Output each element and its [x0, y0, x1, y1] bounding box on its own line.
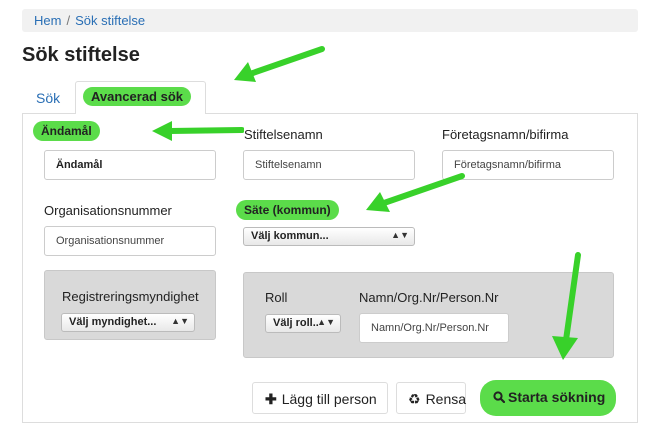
annotation-arrow-seat	[366, 173, 465, 212]
annotation-arrow-search	[552, 252, 581, 360]
org-number-input[interactable]: Organisationsnummer	[44, 226, 216, 256]
purpose-input[interactable]: Ändamål	[44, 150, 216, 180]
company-name-label: Företagsnamn/bifirma	[442, 127, 569, 142]
role-label: Roll	[265, 290, 288, 305]
annotation-arrow-tab	[234, 46, 325, 82]
breadcrumb-separator: /	[66, 13, 71, 28]
annotation-arrow-purpose	[152, 121, 244, 141]
seat-select[interactable]: Välj kommun... ▲▼	[243, 227, 415, 246]
company-name-input[interactable]: Företagsnamn/bifirma	[442, 150, 614, 180]
page-title: Sök stiftelse	[22, 44, 140, 66]
foundation-name-label: Stiftelsenamn	[244, 127, 323, 142]
updown-chevron-icon: ▲▼	[391, 230, 409, 240]
add-person-label: Lägg till person	[281, 391, 377, 407]
role-select-value: Välj roll..	[273, 317, 319, 329]
purpose-label: Ändamål	[33, 121, 100, 141]
start-search-button[interactable]: Starta sökning	[480, 380, 616, 416]
clear-button[interactable]: ♻Rensa	[396, 382, 466, 414]
add-person-button[interactable]: ✚Lägg till person	[252, 382, 388, 414]
authority-select[interactable]: Välj myndighet... ▲▼	[61, 313, 195, 332]
start-search-label: Starta sökning	[508, 389, 606, 405]
role-select[interactable]: Välj roll.. ▲▼	[265, 314, 341, 333]
org-number-label: Organisationsnummer	[44, 203, 172, 218]
plus-icon: ✚	[265, 391, 277, 407]
tab-advanced-search[interactable]: Avancerad sök	[75, 81, 206, 114]
search-icon	[493, 391, 506, 404]
person-label: Namn/Org.Nr/Person.Nr	[359, 290, 499, 305]
tab-advanced-search-label: Avancerad sök	[83, 87, 192, 106]
authority-label: Registreringsmyndighet	[62, 289, 199, 304]
breadcrumb: Hem / Sök stiftelse	[22, 9, 638, 32]
authority-select-value: Välj myndighet...	[69, 316, 157, 328]
seat-select-value: Välj kommun...	[251, 230, 329, 242]
breadcrumb-current[interactable]: Sök stiftelse	[75, 13, 146, 28]
updown-chevron-icon: ▲▼	[317, 317, 335, 327]
breadcrumb-home-link[interactable]: Hem	[34, 13, 62, 28]
clear-label: Rensa	[425, 391, 467, 407]
foundation-name-input[interactable]: Stiftelsenamn	[243, 150, 415, 180]
seat-label: Säte (kommun)	[236, 200, 339, 220]
tab-search[interactable]: Sök	[36, 90, 61, 106]
updown-chevron-icon: ▲▼	[171, 316, 189, 326]
recycle-icon: ♻	[408, 391, 421, 407]
person-input[interactable]: Namn/Org.Nr/Person.Nr	[359, 313, 509, 343]
